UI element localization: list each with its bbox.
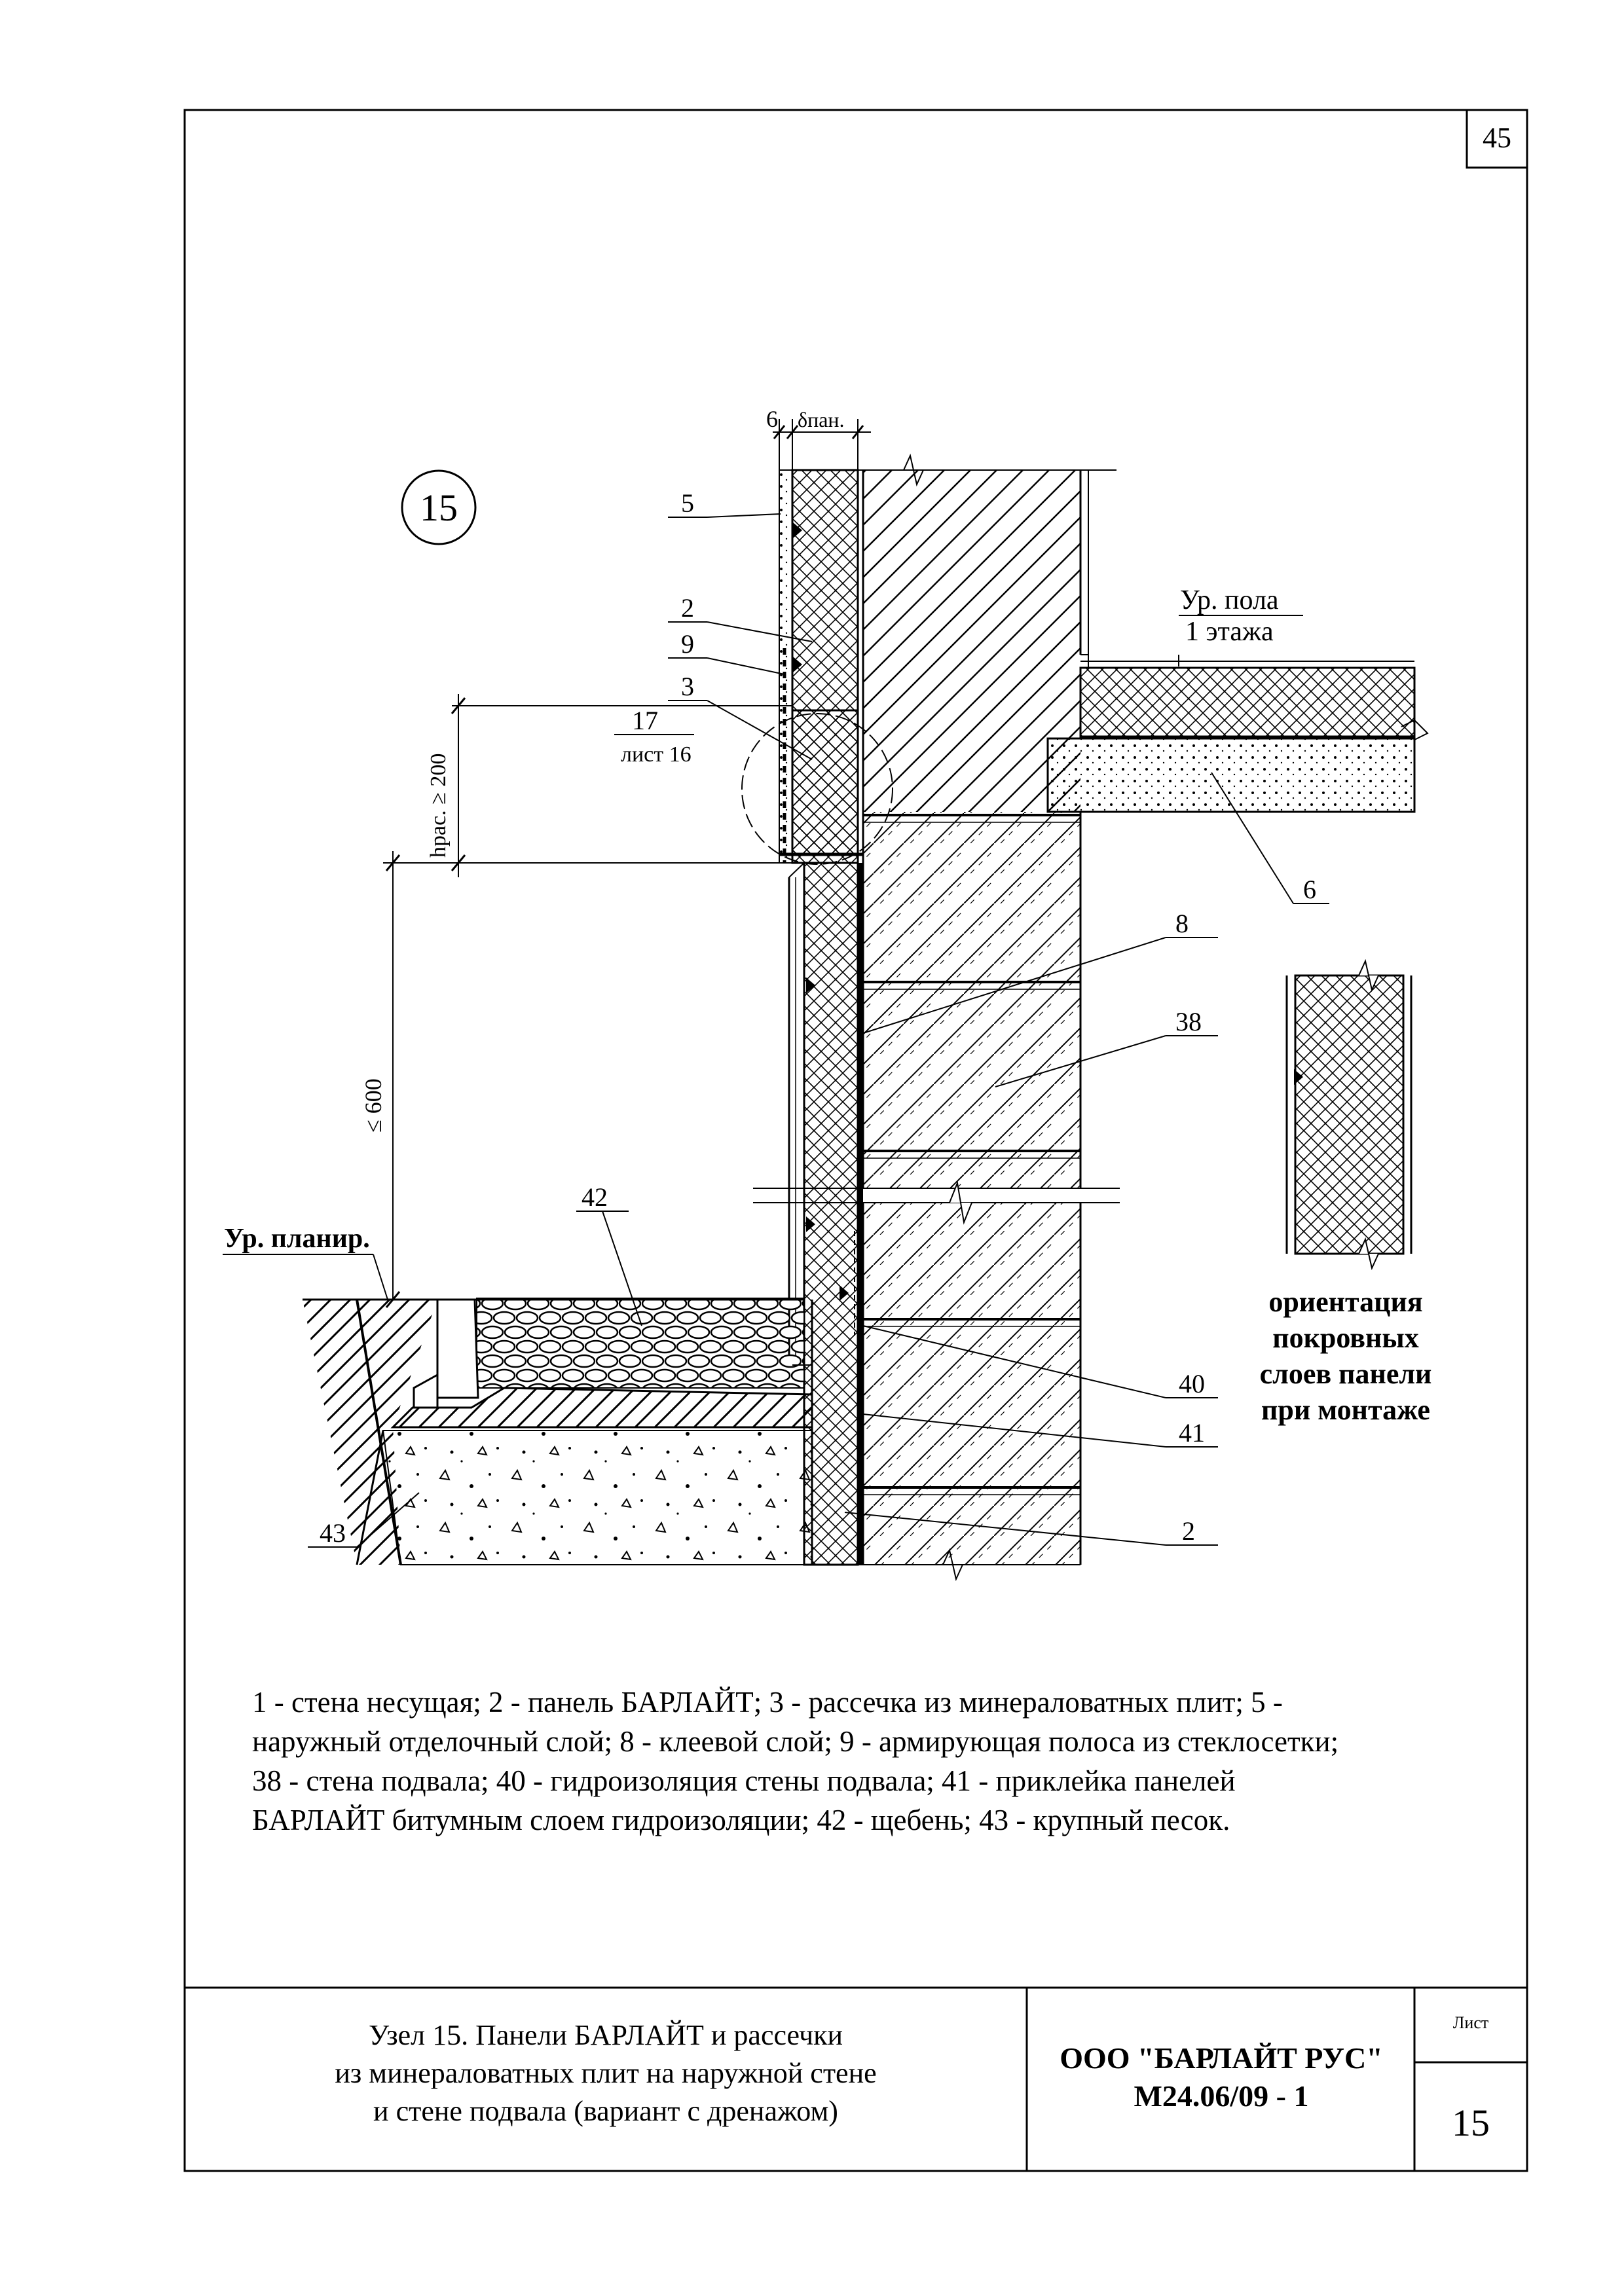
floor-screed: [1079, 666, 1416, 738]
callout-42: 42: [581, 1182, 608, 1212]
floor-level-line2: 1 этажа: [1185, 617, 1274, 647]
callout-5: 5: [681, 488, 694, 518]
callout-38: 38: [1175, 1007, 1202, 1036]
orientation-note-4: при монтаже: [1261, 1394, 1430, 1426]
title-sheet-number: 15: [1452, 2102, 1490, 2144]
legend: 1 - стена несущая; 2 - панель БАРЛАЙТ; 3…: [252, 1683, 1516, 1840]
callout-3: 3: [681, 672, 694, 701]
floor-level-line1: Ур. пола: [1180, 585, 1279, 615]
callout-2-bottom: 2: [1182, 1516, 1195, 1546]
callout-17: 17: [632, 706, 658, 735]
orientation-panel: [1285, 958, 1412, 1271]
callout-8: 8: [1175, 909, 1189, 938]
title-block: [185, 1986, 1527, 2171]
fire-break: [791, 709, 859, 856]
dim-le-600: ≤ 600: [360, 1078, 386, 1133]
orientation-note-2: покровных: [1272, 1322, 1419, 1354]
legend-line-3: 38 - стена подвала; 40 - гидроизоляция с…: [252, 1764, 1236, 1797]
legend-line-2: наружный отделочный слой; 8 - клеевой сл…: [252, 1725, 1339, 1758]
load-bearing-wall: [863, 470, 1080, 812]
coarse-sand: [382, 1430, 813, 1565]
title-caption-line-3: и стене подвала (вариант с дренажом): [373, 2095, 838, 2127]
title-code: М24.06/09 - 1: [1134, 2079, 1309, 2113]
callout-2-top: 2: [681, 593, 694, 623]
callout-6: 6: [1303, 875, 1316, 904]
callout-43: 43: [320, 1518, 346, 1548]
title-sheet-label: Лист: [1453, 2013, 1488, 2032]
sheet-frame: [183, 109, 1528, 2172]
dim-h-ras: hрас. ≥ 200: [426, 754, 451, 858]
title-company: ООО "БАРЛАЙТ РУС": [1060, 2041, 1383, 2075]
gravel-backfill: [476, 1298, 805, 1389]
callout-41: 41: [1179, 1418, 1205, 1448]
sheet-top-number: 45: [1483, 122, 1511, 154]
callout-40: 40: [1179, 1369, 1205, 1398]
floor-slab: [1046, 737, 1416, 813]
grade-level: Ур. планир.: [224, 1224, 370, 1254]
dim-delta: δпан.: [798, 408, 845, 431]
dim-6: 6: [766, 406, 778, 432]
detail-circle: [741, 713, 893, 865]
natural-soil: [303, 1300, 437, 1565]
legend-line-4: БАРЛАЙТ битумным слоем гидроизоляции; 42…: [252, 1804, 1230, 1836]
title-caption-line-2: из минераловатных плит на наружной стене: [335, 2057, 877, 2089]
title-caption-line-1: Узел 15. Панели БАРЛАЙТ и рассечки: [368, 2019, 843, 2051]
callout-17-ref: лист 16: [621, 742, 692, 767]
callout-9: 9: [681, 629, 694, 659]
sheet-number-box: [1466, 109, 1528, 169]
title-company-block: ООО "БАРЛАЙТ РУС" М24.06/09 - 1: [1028, 2039, 1414, 2115]
node-marker-number: 15: [420, 486, 458, 529]
title-caption: Узел 15. Панели БАРЛАЙТ и рассечки из ми…: [190, 2016, 1022, 2130]
barlight-panel-lower: [803, 862, 859, 1566]
legend-line-1: 1 - стена несущая; 2 - панель БАРЛАЙТ; 3…: [252, 1686, 1283, 1719]
node-marker-circle: [401, 469, 477, 545]
orientation-note-1: ориентация: [1268, 1286, 1422, 1318]
orientation-note-3: слоев панели: [1260, 1358, 1432, 1390]
